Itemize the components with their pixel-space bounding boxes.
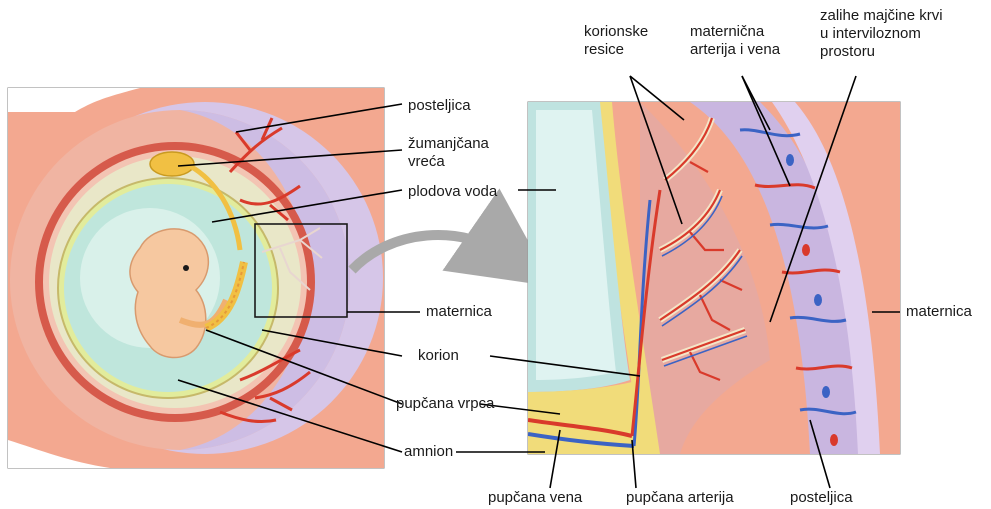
label-maternicna-line1: maternična xyxy=(690,23,765,40)
label-posteljica-right: posteljica xyxy=(790,489,853,506)
label-plodova-voda: plodova voda xyxy=(408,183,498,200)
label-zalihe-line1: zalihe majčine krvi xyxy=(820,7,943,24)
label-pupcana-arterija: pupčana arterija xyxy=(626,489,734,506)
label-amnion: amnion xyxy=(404,443,453,460)
right-panel xyxy=(528,102,900,454)
label-zalihe-line3: prostoru xyxy=(820,43,875,60)
label-korionske-line1: korionske xyxy=(584,23,648,40)
label-korion: korion xyxy=(418,347,459,364)
label-pupcana-vrpca: pupčana vrpca xyxy=(396,395,495,412)
label-posteljica-left: posteljica xyxy=(408,97,471,114)
yolk-sac xyxy=(150,152,194,176)
label-pupcana-vena: pupčana vena xyxy=(488,489,583,506)
label-maternicna-line2: arterija i vena xyxy=(690,41,781,58)
label-zumanjcana-line1: žumanjčana xyxy=(408,135,490,152)
label-korionske-line2: resice xyxy=(584,41,624,58)
label-maternica-left: maternica xyxy=(426,303,493,320)
label-zalihe-line2: u interviloznom xyxy=(820,25,921,42)
label-zumanjcana-line2: vreća xyxy=(408,153,445,170)
label-maternica-right: maternica xyxy=(906,303,973,320)
left-panel xyxy=(8,88,384,468)
